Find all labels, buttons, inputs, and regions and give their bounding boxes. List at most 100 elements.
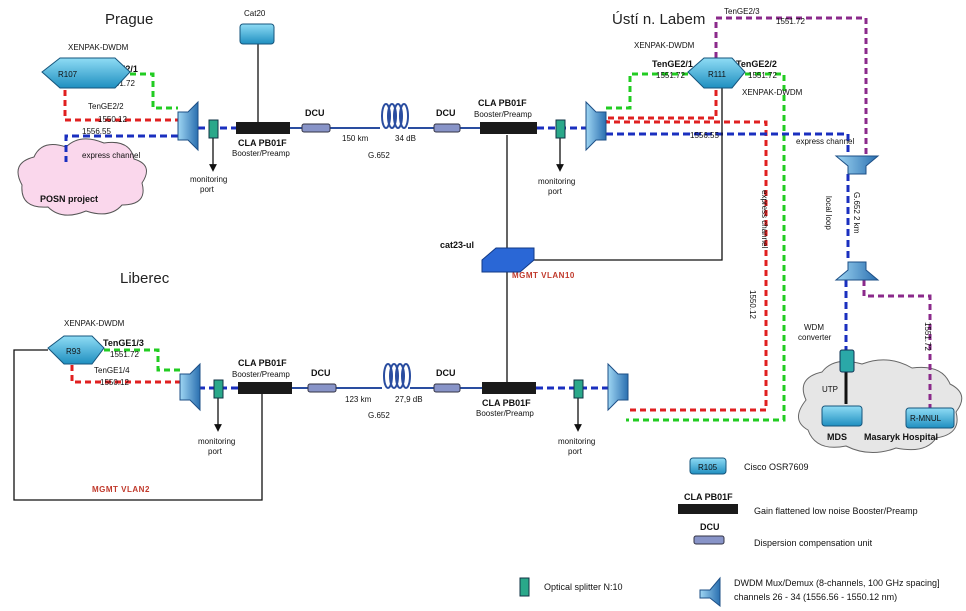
label-local-loop: local loop [824,196,833,230]
label-express-prague: express channel [82,151,140,160]
label-mds: MDS [827,432,847,442]
label-g652-bottom: G.652 [368,411,390,420]
label-utp: UTP [822,385,838,394]
legend-mux-2: channels 26 - 34 (1556.56 - 1550.12 nm) [734,592,897,602]
cla-usti-b-label: CLA PB01F [482,398,531,408]
label-tenge2-2: TenGE2/2 [88,102,124,111]
router-r111[interactable]: R111 [687,57,746,89]
mux-local-bottom [834,261,880,281]
label-1551-vert: 1551.72 [923,322,932,351]
label-1551-usti: 1551.72 [656,71,685,80]
label-express-usti: express channel [796,137,854,146]
switch-cat20[interactable] [239,23,275,45]
legend-splitter: Optical splitter N:10 [544,582,623,592]
label-xenpak-liberec: XENPAK-DWDM [64,319,125,328]
label-1551-usti-b: 1551.72 [748,71,777,80]
cla-prague-sub: Booster/Preamp [232,149,290,158]
splitter-3 [213,379,224,399]
router-r107[interactable]: R107 [41,57,131,89]
legend-mux-1: DWDM Mux/Demux (8-channels, 100 GHz spac… [734,578,940,588]
posn-cloud: POSN project [17,138,147,216]
mux-usti [585,100,607,152]
label-1550-prague: 1550.12 [98,115,127,124]
router-r111-label: R111 [708,70,726,79]
switch-cat20-label: Cat20 [244,9,266,18]
router-r93-label: R93 [66,347,81,356]
label-monitoring-liberec: monitoring [198,437,235,446]
mux-usti-b [607,362,629,412]
cla-liberec: CLA PB01F Booster/Preamp [232,358,292,394]
label-xenpak-usti-b: XENPAK-DWDM [742,88,803,97]
router-r107-label: R107 [58,70,78,79]
label-123km: 123 km [345,395,372,404]
label-tenge2-3: TenGE2/3 [724,7,760,16]
cla-usti: CLA PB01F Booster/Preamp [474,98,537,134]
label-wdm: WDM [804,323,824,332]
city-usti: Ústí n. Labem [612,11,705,28]
router-r93[interactable]: R93 [47,335,105,365]
legend-osr: Cisco OSR7609 [744,462,809,472]
label-port-usti-b: port [568,447,583,456]
label-1556-usti: 1556.55 [690,131,719,140]
legend-dcu-desc: Dispersion compensation unit [754,538,873,548]
wdm-converter [839,349,855,373]
label-xenpak-usti: XENPAK-DWDM [634,41,695,50]
switch-cat23[interactable] [481,247,535,273]
label-mgmt-vlan2: MGMT VLAN2 [92,485,150,494]
dcu-3: DCU [307,368,337,393]
label-1551-purple: 1551.72 [776,17,805,26]
label-tenge2-1-usti: TenGE2/1 [652,59,693,69]
posn-label: POSN project [40,194,98,204]
label-monitoring-usti: monitoring [538,177,575,186]
city-liberec: Liberec [120,270,170,287]
label-g652-2km: G.652 2 km [852,192,861,234]
label-monitoring-prague: monitoring [190,175,227,184]
dcu-2-label: DCU [436,108,456,118]
label-masaryk: Masaryk Hospital [864,432,938,442]
label-1550-vert: 1550.12 [748,290,757,319]
cla-usti-b: CLA PB01F Booster/Preamp [476,382,536,418]
switch-mds[interactable] [821,405,863,427]
cla-usti-sub: Booster/Preamp [474,110,532,119]
label-150km: 150 km [342,134,369,143]
label-1556-prague: 1556.55 [82,127,111,136]
label-express-vert: express channel [760,190,769,248]
label-mgmt-vlan10: MGMT VLAN10 [512,271,575,280]
label-converter: converter [798,333,832,342]
mux-local-top [834,155,880,175]
label-34db: 34 dB [395,134,416,143]
splitter-4 [573,379,584,399]
cla-prague: CLA PB01F Booster/Preamp [232,122,290,158]
fiber-coil-bottom [383,363,411,389]
label-monitoring-usti-b: monitoring [558,437,595,446]
cla-usti-label: CLA PB01F [478,98,527,108]
switch-cat23-label: cat23-ul [440,240,474,250]
label-tenge1-4: TenGE1/4 [94,366,130,375]
legend-r105: R105 [698,463,718,472]
legend-dcu-title: DCU [700,522,720,532]
label-tenge1-3: TenGE1/3 [103,338,144,348]
dcu-2: DCU [433,108,461,133]
label-port-liberec: port [208,447,223,456]
splitter-2 [555,119,566,139]
cla-liberec-label: CLA PB01F [238,358,287,368]
fiber-coil-top [381,103,409,129]
label-1551-prague: 1551.72 [106,79,135,88]
legend-cla-title: CLA PB01F [684,492,733,502]
router-r-mnul-label: R-MNUL [910,414,942,423]
splitter-1 [208,119,219,139]
dcu-1-label: DCU [305,108,325,118]
legend: R105 Cisco OSR7609 CLA PB01F Gain flatte… [519,457,940,608]
label-port-usti: port [548,187,563,196]
router-r-mnul[interactable]: R-MNUL [905,407,955,429]
legend-cla-desc: Gain flattened low noise Booster/Preamp [754,506,918,516]
cla-usti-b-sub: Booster/Preamp [476,409,534,418]
label-1551-liberec: 1551.72 [110,350,139,359]
cla-liberec-sub: Booster/Preamp [232,370,290,379]
label-g652-top: G.652 [368,151,390,160]
label-1550-liberec: 1550.12 [100,378,129,387]
mux-prague [177,100,199,152]
label-279db: 27,9 dB [395,395,423,404]
label-tenge2-2-usti: TenGE2/2 [736,59,777,69]
